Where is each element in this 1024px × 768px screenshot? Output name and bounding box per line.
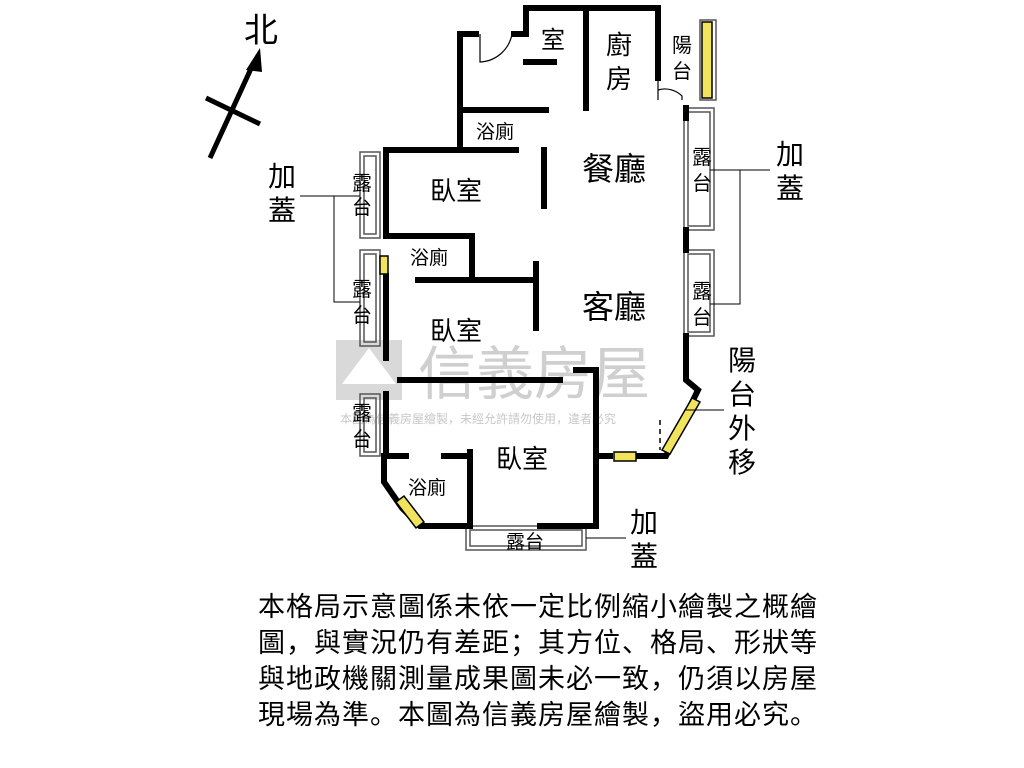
label-living: 客廳 — [582, 288, 646, 326]
label-terrace-right-2b: 台 — [692, 305, 712, 329]
windows — [379, 21, 713, 530]
note-balcony-moved-2: 台 — [728, 378, 756, 411]
note-add-cover-bottom-1: 加 — [630, 506, 658, 539]
disclaimer-text: 本格局示意圖係未依一定比例縮小繪製之概繪圖，與實況仍有差距；其方位、格局、形狀等… — [258, 592, 818, 731]
label-dining: 餐廳 — [582, 150, 646, 188]
note-add-cover-right-1: 加 — [776, 138, 804, 171]
label-terrace-left-1b: 台 — [352, 195, 372, 219]
watermark-brand: 信義房屋 — [418, 340, 650, 408]
label-bath-top: 浴廁 — [476, 120, 514, 143]
label-balcony-top-1: 陽 — [672, 33, 692, 57]
note-balcony-moved-3: 外 — [728, 412, 756, 445]
north-label: 北 — [244, 11, 278, 51]
note-add-cover-right-2: 蓋 — [776, 172, 804, 205]
label-bedroom-1: 臥室 — [430, 177, 482, 207]
watermark-notice: 本圖為信義房屋繪製，未經允許請勿使用，違者必究 — [340, 411, 616, 426]
label-kitchen-1: 廚 — [606, 31, 632, 61]
label-terrace-right-1a: 露 — [692, 145, 712, 169]
label-terrace-left-2b: 台 — [352, 303, 372, 327]
note-balcony-moved-1: 陽 — [728, 344, 756, 377]
label-balcony-top-2: 台 — [672, 59, 692, 83]
label-terrace-right-2a: 露 — [692, 279, 712, 303]
label-terrace-left-3b: 台 — [352, 427, 372, 451]
label-bath-mid: 浴廁 — [410, 246, 448, 269]
label-bedroom-3: 臥室 — [496, 445, 548, 475]
label-bath-bottom: 浴廁 — [408, 476, 446, 499]
watermark: 信義房屋 本圖為信義房屋繪製，未經允許請勿使用，違者必究 — [336, 340, 650, 426]
label-terrace-left-2a: 露 — [352, 277, 372, 301]
compass: 北 — [204, 11, 278, 160]
note-add-cover-left-2: 蓋 — [268, 194, 296, 227]
note-balcony-moved-4: 移 — [728, 446, 756, 479]
label-bedroom-2: 臥室 — [430, 317, 482, 347]
label-storage: 室 — [541, 26, 565, 54]
floor-plan: 北 信義房屋 本圖為信義房屋繪製，未經允許請勿使用，違者必究 — [204, 5, 804, 573]
doors — [479, 33, 683, 100]
note-add-cover-left-1: 加 — [268, 160, 296, 193]
label-terrace-left-3a: 露 — [352, 401, 372, 425]
walls — [381, 5, 702, 529]
leader-lines — [300, 169, 770, 539]
label-terrace-left-1a: 露 — [352, 171, 372, 195]
label-terrace-right-1b: 台 — [692, 171, 712, 195]
label-terrace-bottom: 露台 — [506, 531, 544, 553]
label-kitchen-2: 房 — [606, 65, 632, 95]
note-add-cover-bottom-2: 蓋 — [630, 540, 658, 573]
